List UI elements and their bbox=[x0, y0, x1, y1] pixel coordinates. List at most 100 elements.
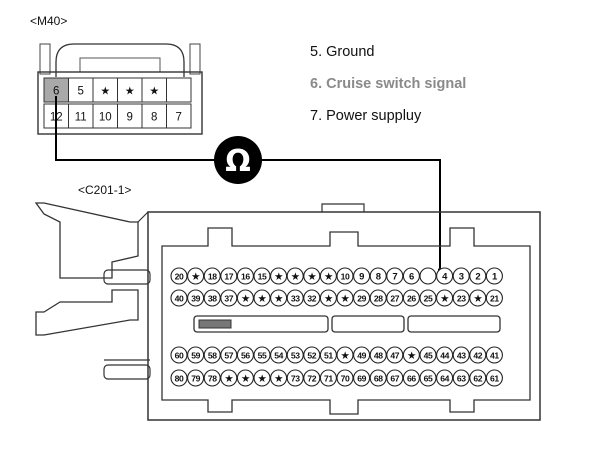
c201-pin-label: 47 bbox=[390, 351, 399, 361]
c201-pin-label: 4 bbox=[442, 272, 448, 283]
c201-pin bbox=[236, 289, 254, 307]
c201-pin bbox=[469, 369, 487, 387]
m40-pin-label: 5 bbox=[78, 86, 84, 98]
c201-pin bbox=[286, 346, 304, 364]
c201-pin bbox=[419, 289, 437, 307]
c201-pin-label: 72 bbox=[307, 374, 316, 384]
c201-pin-label: 21 bbox=[490, 294, 499, 304]
c201-pin bbox=[485, 289, 503, 307]
c201-pin-label: 62 bbox=[473, 374, 482, 384]
m40-pin-label: 10 bbox=[99, 112, 112, 124]
c201-pin-label: 58 bbox=[208, 351, 217, 361]
c201-pin-label: ★ bbox=[275, 294, 284, 304]
c201-pin-label: 37 bbox=[224, 294, 233, 304]
c201-pin-label: 16 bbox=[241, 272, 250, 282]
c201-pin bbox=[203, 369, 221, 387]
c201-pin-label: ★ bbox=[474, 294, 483, 304]
legend-item-power-supply: 7. Power suppluy bbox=[310, 108, 422, 124]
c201-pin-label: 65 bbox=[424, 374, 433, 384]
c201-pin-label: 60 bbox=[175, 351, 184, 361]
c201-pin-label: 40 bbox=[175, 294, 184, 304]
c201-pin bbox=[319, 346, 337, 364]
c201-pin bbox=[286, 369, 304, 387]
c201-pin-label: ★ bbox=[275, 272, 284, 282]
c201-top-notch bbox=[321, 203, 365, 212]
c201-pin-label: 3 bbox=[459, 272, 464, 283]
c201-pin bbox=[402, 346, 420, 364]
c201-pin-label: 70 bbox=[341, 374, 350, 384]
c201-pin bbox=[236, 267, 254, 285]
c201-pin-label: ★ bbox=[258, 374, 267, 384]
c201-pin-label: 27 bbox=[390, 294, 399, 304]
c201-pin bbox=[469, 289, 487, 307]
c201-pin-label: ★ bbox=[242, 294, 251, 304]
c201-pin bbox=[386, 267, 404, 285]
c201-pin bbox=[436, 289, 454, 307]
c201-slot-right bbox=[407, 315, 501, 333]
c201-pin-label: 9 bbox=[359, 272, 364, 283]
c201-pin bbox=[303, 267, 321, 285]
c201-pin-label: 42 bbox=[473, 351, 482, 361]
c201-pin-label: 43 bbox=[457, 351, 466, 361]
c201-pin-label: ★ bbox=[341, 351, 350, 361]
c201-outer-body bbox=[147, 211, 541, 421]
c201-pin bbox=[170, 369, 188, 387]
c201-pin bbox=[369, 289, 387, 307]
c201-pin-label: 59 bbox=[191, 351, 200, 361]
c201-pin bbox=[436, 346, 454, 364]
c201-pin bbox=[386, 289, 404, 307]
c201-pin-label: ★ bbox=[408, 351, 417, 361]
c201-pin bbox=[286, 267, 304, 285]
c201-pin-label: 33 bbox=[291, 294, 300, 304]
c201-pin bbox=[353, 267, 371, 285]
c201-pin bbox=[469, 346, 487, 364]
c201-pin bbox=[187, 267, 205, 285]
c201-pin-label: 79 bbox=[191, 374, 200, 384]
c201-left-latch bbox=[34, 202, 139, 279]
c201-pin bbox=[402, 369, 420, 387]
c201-pin-label: 53 bbox=[291, 351, 300, 361]
c201-pin bbox=[270, 346, 288, 364]
c201-pin-label: 20 bbox=[175, 272, 184, 282]
c201-pin-label: 44 bbox=[440, 351, 449, 361]
c201-pin-label: 15 bbox=[258, 272, 267, 282]
ohmmeter: Ω bbox=[214, 136, 262, 184]
c201-pin-label: ★ bbox=[325, 294, 334, 304]
c201-pin-label: 64 bbox=[440, 374, 449, 384]
c201-pin-label: 51 bbox=[324, 351, 333, 361]
c201-pin bbox=[253, 369, 271, 387]
c201-pin-label: 71 bbox=[324, 374, 333, 384]
c201-pin bbox=[270, 267, 288, 285]
c201-pin bbox=[353, 289, 371, 307]
c201-pin bbox=[319, 267, 337, 285]
legend-item-ground: 5. Ground bbox=[310, 44, 375, 60]
c201-pin-label: ★ bbox=[341, 294, 350, 304]
c201-pin bbox=[270, 289, 288, 307]
c201-pin-label: 49 bbox=[357, 351, 366, 361]
c201-side-lever bbox=[103, 269, 151, 285]
m40-label: <M40> bbox=[30, 14, 68, 28]
c201-pin bbox=[319, 289, 337, 307]
c201-pin-label: 54 bbox=[274, 351, 283, 361]
c201-pin-label: 28 bbox=[374, 294, 383, 304]
m40-pin-label: 8 bbox=[151, 112, 157, 124]
c201-pin bbox=[369, 346, 387, 364]
c201-pin bbox=[170, 346, 188, 364]
c201-pin-label: 45 bbox=[424, 351, 433, 361]
c201-pin bbox=[236, 346, 254, 364]
c201-pin-label: 55 bbox=[258, 351, 267, 361]
c201-pin bbox=[485, 267, 503, 285]
c201-pin-label: 38 bbox=[208, 294, 217, 304]
c201-pin bbox=[452, 289, 470, 307]
c201-pin-label: 1 bbox=[492, 272, 498, 283]
c201-pin-label: 25 bbox=[424, 294, 433, 304]
c201-pin-label: ★ bbox=[225, 374, 234, 384]
c201-pin bbox=[220, 346, 238, 364]
c201-pin bbox=[336, 267, 354, 285]
c201-left-latch-lower bbox=[35, 289, 139, 336]
c201-pin bbox=[452, 369, 470, 387]
m40-left-tab bbox=[39, 43, 51, 75]
m40-pin-label: 7 bbox=[176, 112, 182, 124]
c201-pin bbox=[369, 369, 387, 387]
c201-pin-label: 67 bbox=[390, 374, 399, 384]
